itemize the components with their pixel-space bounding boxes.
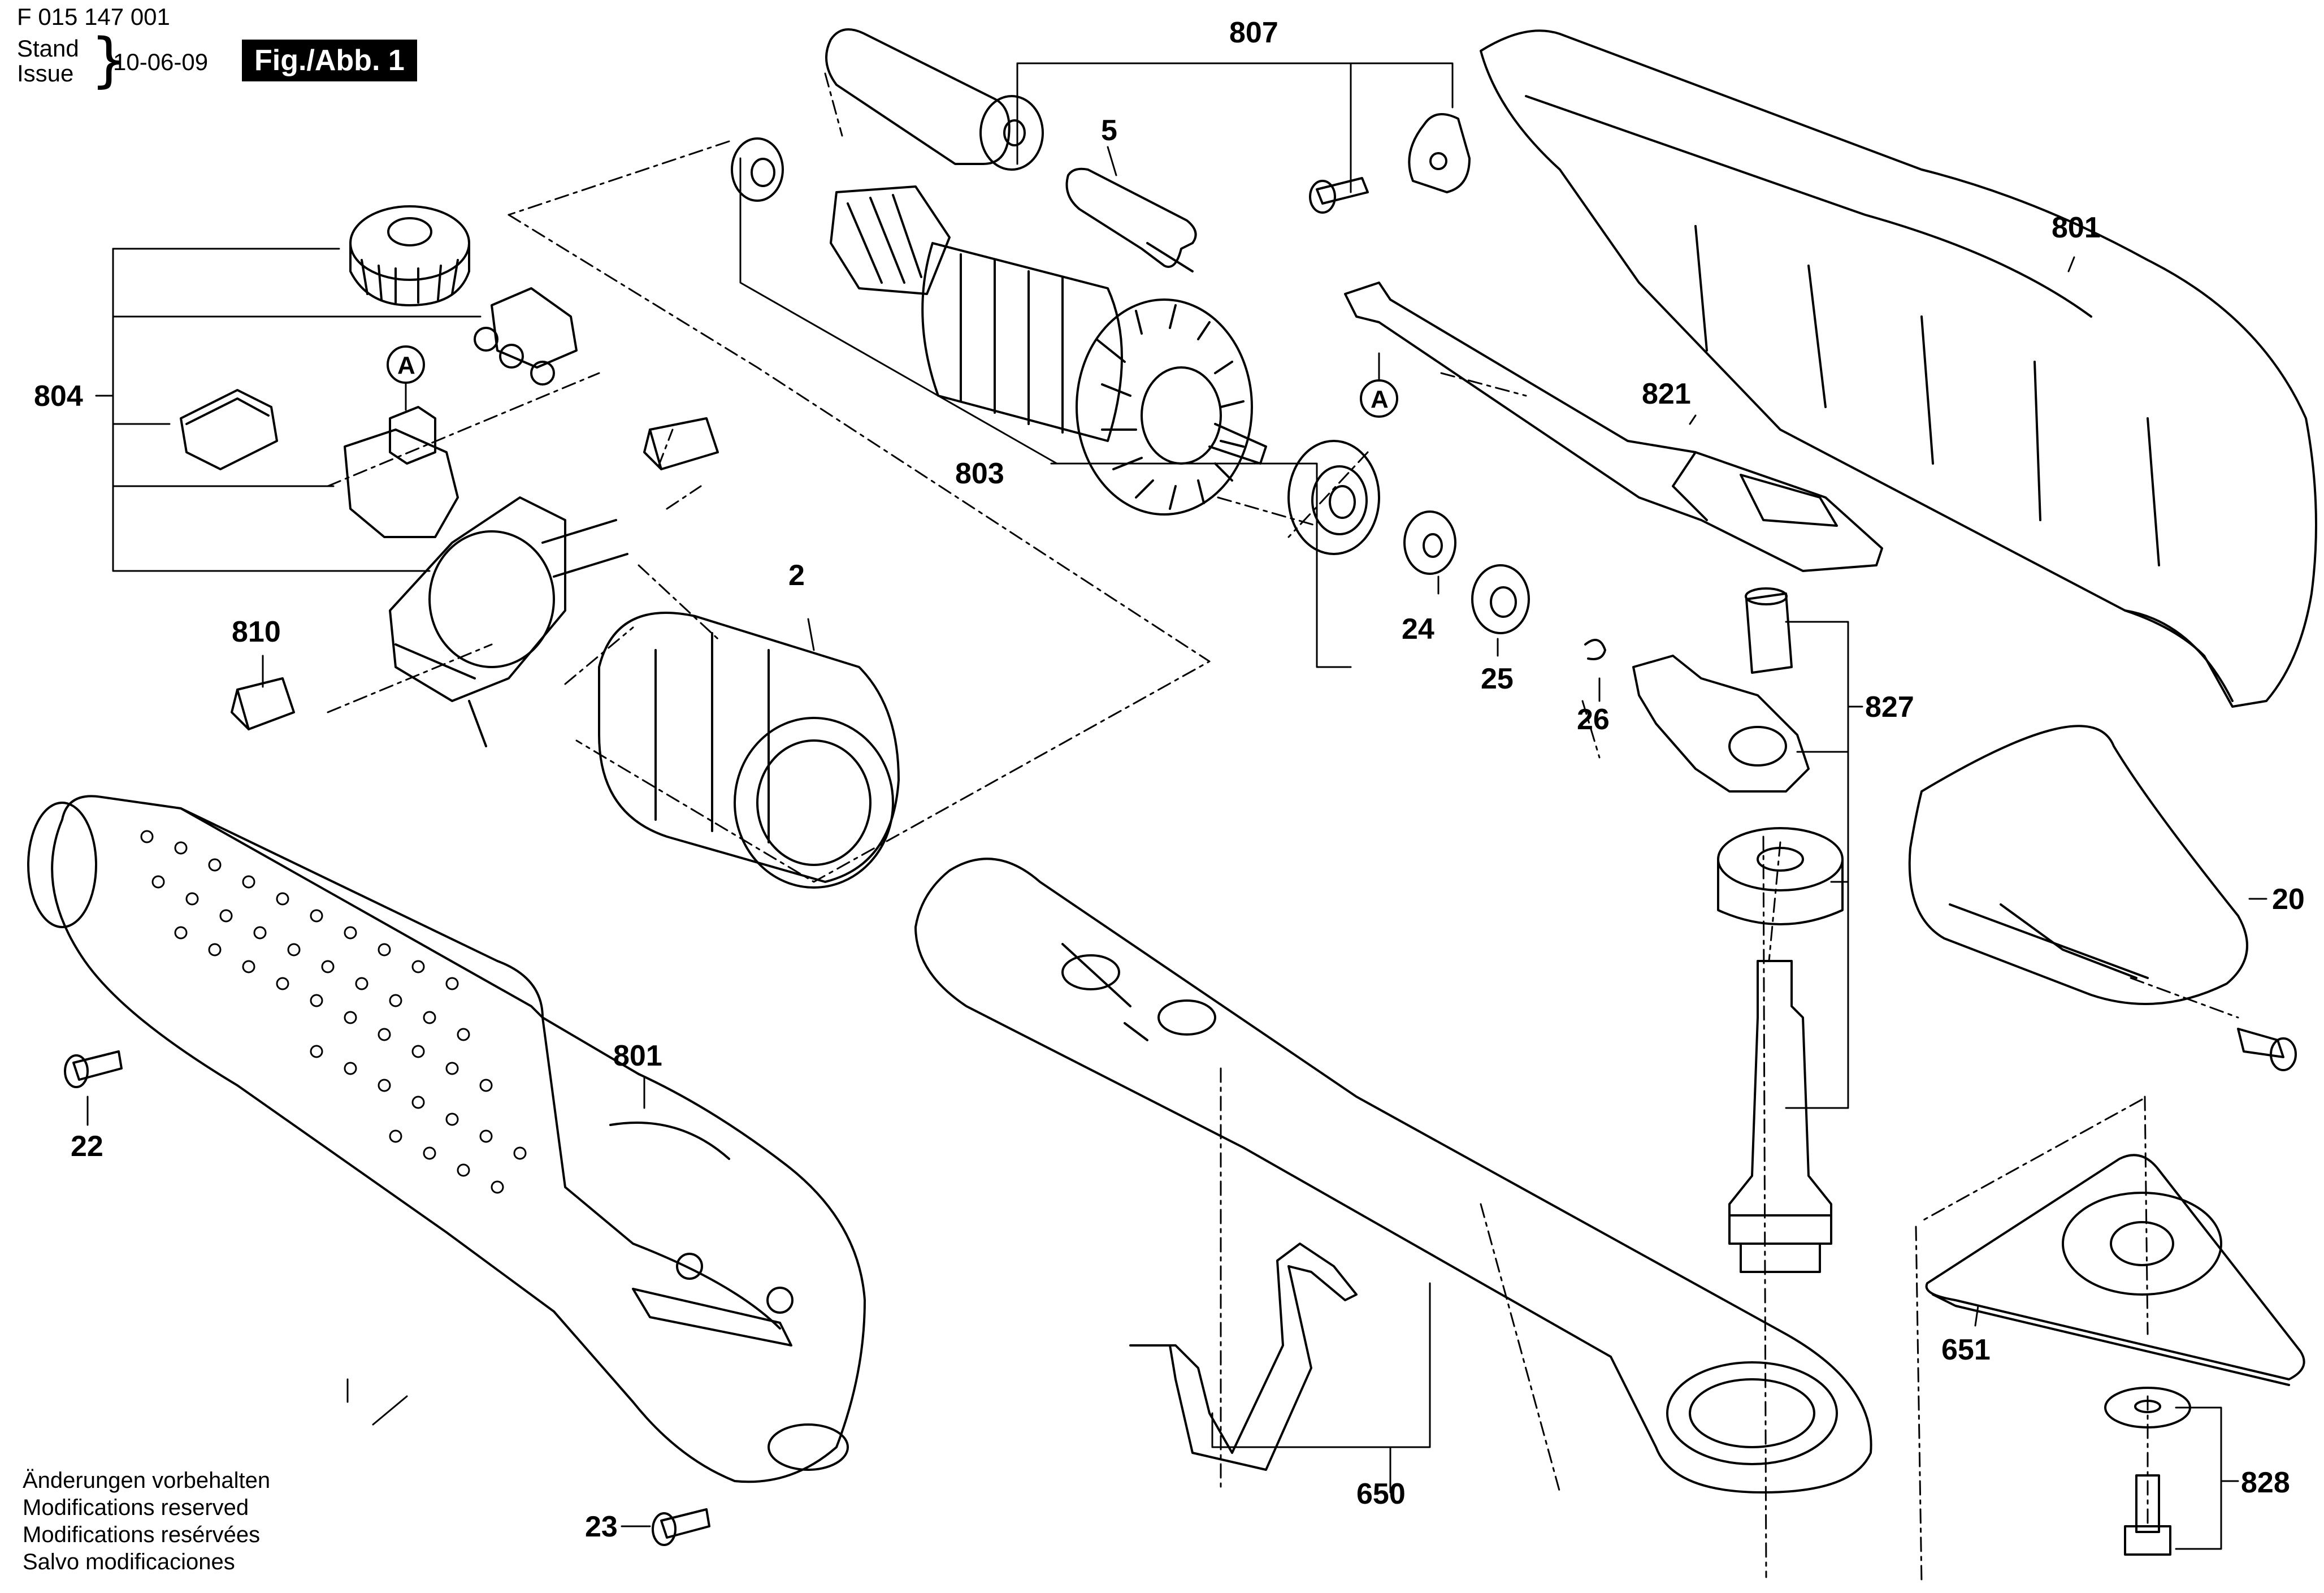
- part-801-housing-top: [1480, 29, 2317, 708]
- modification-notice: Änderungen vorbehalten Modifications res…: [23, 1467, 270, 1575]
- assembly-guide-lines: [327, 72, 2239, 1584]
- part-828-washer-screw: [2104, 1387, 2191, 1556]
- part-827-assembly: [1632, 587, 1844, 1273]
- part-5-grommet: [1065, 167, 1197, 272]
- callout-828: 828: [2241, 1466, 2290, 1499]
- part-804-group: [180, 205, 578, 538]
- part-650-dust-adapter: [914, 858, 1872, 1494]
- issue-date: 10-06-09: [113, 49, 209, 75]
- part-651-sanding-pad: [1925, 1154, 2305, 1386]
- callout-803: 803: [955, 457, 1004, 490]
- callout-20: 20: [2272, 883, 2305, 916]
- part-801-housing-bottom: [27, 795, 866, 1546]
- brush-holder: [389, 496, 628, 747]
- callout-26: 26: [1577, 703, 1610, 736]
- reference-label-a-left: A: [397, 352, 415, 379]
- part-2-field-coil: [598, 612, 900, 889]
- notice-line-fr: Modifications resérvées: [23, 1522, 261, 1547]
- part-803-armature: [731, 137, 1267, 516]
- callout-651: 651: [1941, 1334, 1991, 1366]
- vent-holes: [140, 830, 527, 1194]
- callout-5: 5: [1101, 114, 1117, 147]
- armature-bearing: [1287, 440, 1380, 555]
- callout-24: 24: [1402, 613, 1434, 646]
- callout-25: 25: [1481, 663, 1514, 695]
- figure-label: Fig./Abb. 1: [242, 40, 417, 81]
- notice-line-de: Änderungen vorbehalten: [23, 1468, 271, 1493]
- brace-glyph: }: [90, 25, 128, 94]
- stand-label: Stand: [17, 35, 79, 62]
- callout-810: 810: [232, 616, 281, 648]
- reference-label-a-right: A: [1371, 386, 1389, 413]
- cable-sleeve: [825, 28, 1044, 171]
- callout-801-top: 801: [2052, 211, 2101, 244]
- bracket-leaders: [95, 62, 2239, 1550]
- part-821-lever: [1344, 282, 1883, 572]
- callout-804: 804: [34, 380, 83, 413]
- stand-issue-label: Stand Issue: [17, 36, 79, 86]
- part-24-washer: [1403, 510, 1456, 575]
- document-number: F 015 147 001: [17, 3, 170, 30]
- callout-650: 650: [1356, 1478, 1406, 1510]
- callout-2: 2: [788, 559, 805, 592]
- notice-line-en: Modifications reserved: [23, 1495, 249, 1520]
- part-26-clip: [1584, 639, 1606, 660]
- callout-22: 22: [71, 1130, 103, 1163]
- callout-827: 827: [1865, 691, 1914, 724]
- notice-line-es: Salvo modificaciones: [23, 1549, 235, 1574]
- callout-801-bottom: 801: [613, 1040, 662, 1072]
- callout-23: 23: [585, 1510, 618, 1543]
- issue-label: Issue: [17, 60, 74, 86]
- part-810-carbon-brush: [231, 417, 719, 730]
- part-25-bearing: [1471, 564, 1530, 634]
- callout-821: 821: [1642, 378, 1691, 410]
- callout-807: 807: [1229, 16, 1278, 49]
- part-807-screw-and-clip: [1309, 113, 1471, 214]
- part-20-cover: [1908, 725, 2297, 1071]
- short-leaders: [86, 146, 2267, 1527]
